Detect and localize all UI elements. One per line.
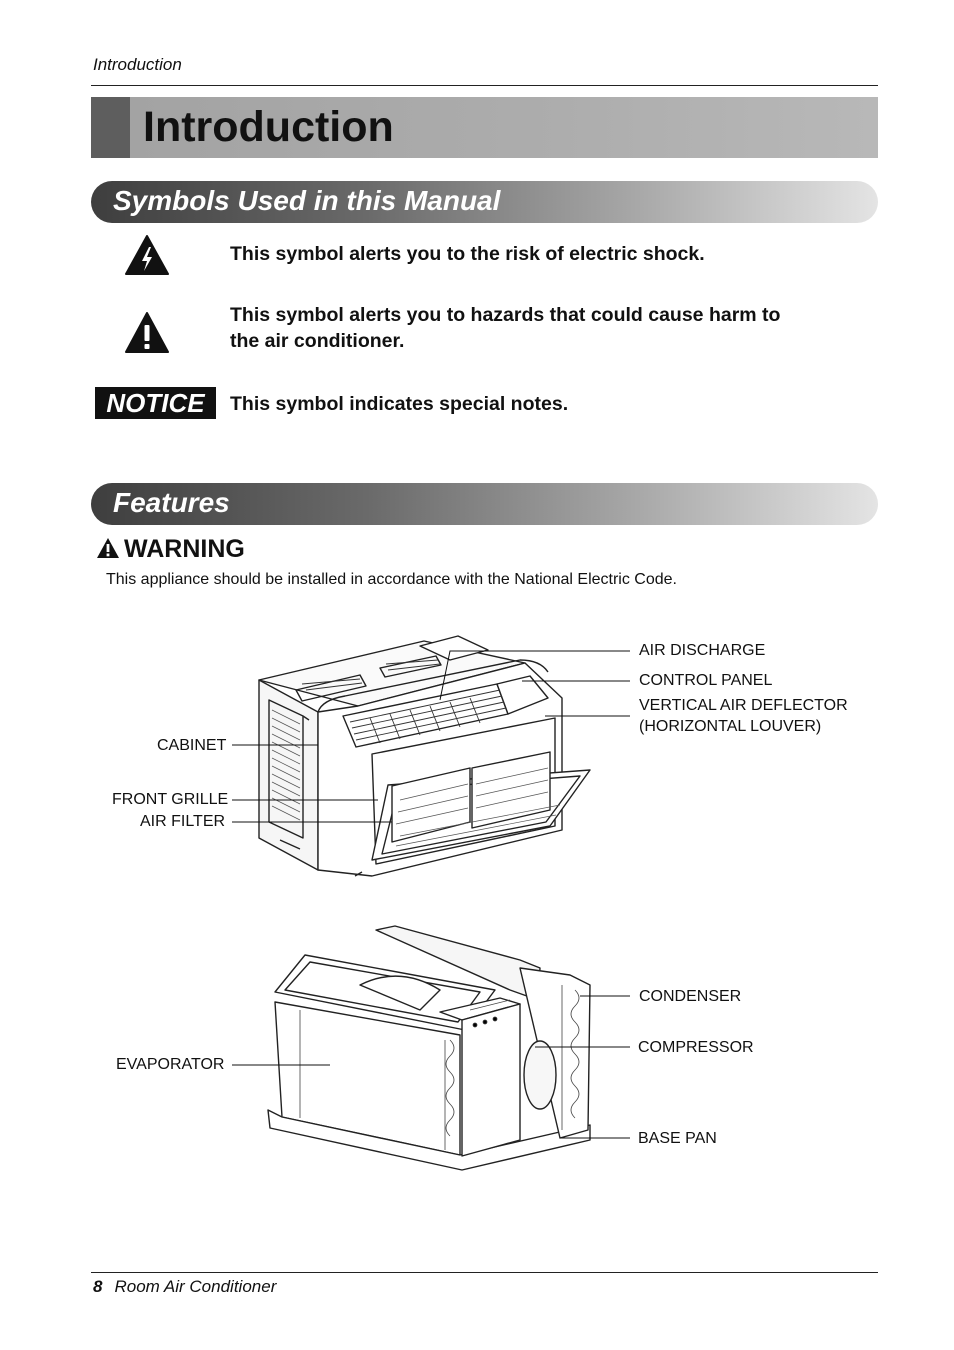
label-base-pan: BASE PAN — [638, 1130, 717, 1147]
label-vertical-air-deflector: VERTICAL AIR DEFLECTOR — [639, 697, 848, 714]
air-conditioner-chassis-diagram — [232, 925, 630, 1171]
page-number: 8 — [93, 1277, 103, 1296]
electric-shock-warning-icon — [125, 235, 169, 275]
hazard-description-line2: the air conditioner. — [230, 330, 405, 352]
warning-icon — [97, 538, 119, 558]
label-evaporator: EVAPORATOR — [116, 1056, 225, 1073]
label-compressor: COMPRESSOR — [638, 1039, 754, 1056]
notice-description: This symbol indicates special notes. — [230, 393, 569, 415]
warning-title: WARNING — [124, 535, 245, 563]
label-condenser: CONDENSER — [639, 988, 742, 1005]
section-heading-symbols: Symbols Used in this Manual — [91, 181, 878, 223]
label-front-grille: FRONT GRILLE — [112, 791, 229, 808]
hazard-description: This symbol alerts you to hazards that c… — [230, 302, 780, 354]
label-horizontal-louver: (HORIZONTAL LOUVER) — [639, 718, 822, 735]
chapter-banner: Introduction — [91, 97, 878, 158]
hazard-warning-icon — [125, 312, 169, 353]
section-heading-features: Features — [91, 483, 878, 525]
header-rule — [91, 85, 878, 86]
footer-rule — [91, 1272, 878, 1273]
chapter-title: Introduction — [143, 103, 394, 151]
chapter-banner-tab — [91, 97, 130, 158]
footer: 8 Room Air Conditioner — [93, 1277, 276, 1297]
warning-text: This appliance should be installed in ac… — [106, 571, 677, 588]
label-cabinet: CABINET — [157, 737, 227, 754]
warning-heading: WARNING — [96, 535, 245, 564]
footer-title: Room Air Conditioner — [114, 1277, 277, 1296]
label-air-filter: AIR FILTER — [140, 813, 226, 830]
label-air-discharge: AIR DISCHARGE — [639, 642, 766, 659]
air-conditioner-front-diagram — [232, 635, 630, 877]
hazard-description-line1: This symbol alerts you to hazards that c… — [230, 304, 781, 326]
label-control-panel: CONTROL PANEL — [639, 672, 773, 689]
running-head: Introduction — [93, 55, 182, 74]
notice-badge: NOTICE — [95, 387, 216, 419]
notice-badge-label: NOTICE — [106, 388, 205, 418]
section-title: Features — [113, 487, 230, 518]
section-title: Symbols Used in this Manual — [113, 185, 501, 216]
electric-shock-description: This symbol alerts you to the risk of el… — [230, 243, 705, 265]
